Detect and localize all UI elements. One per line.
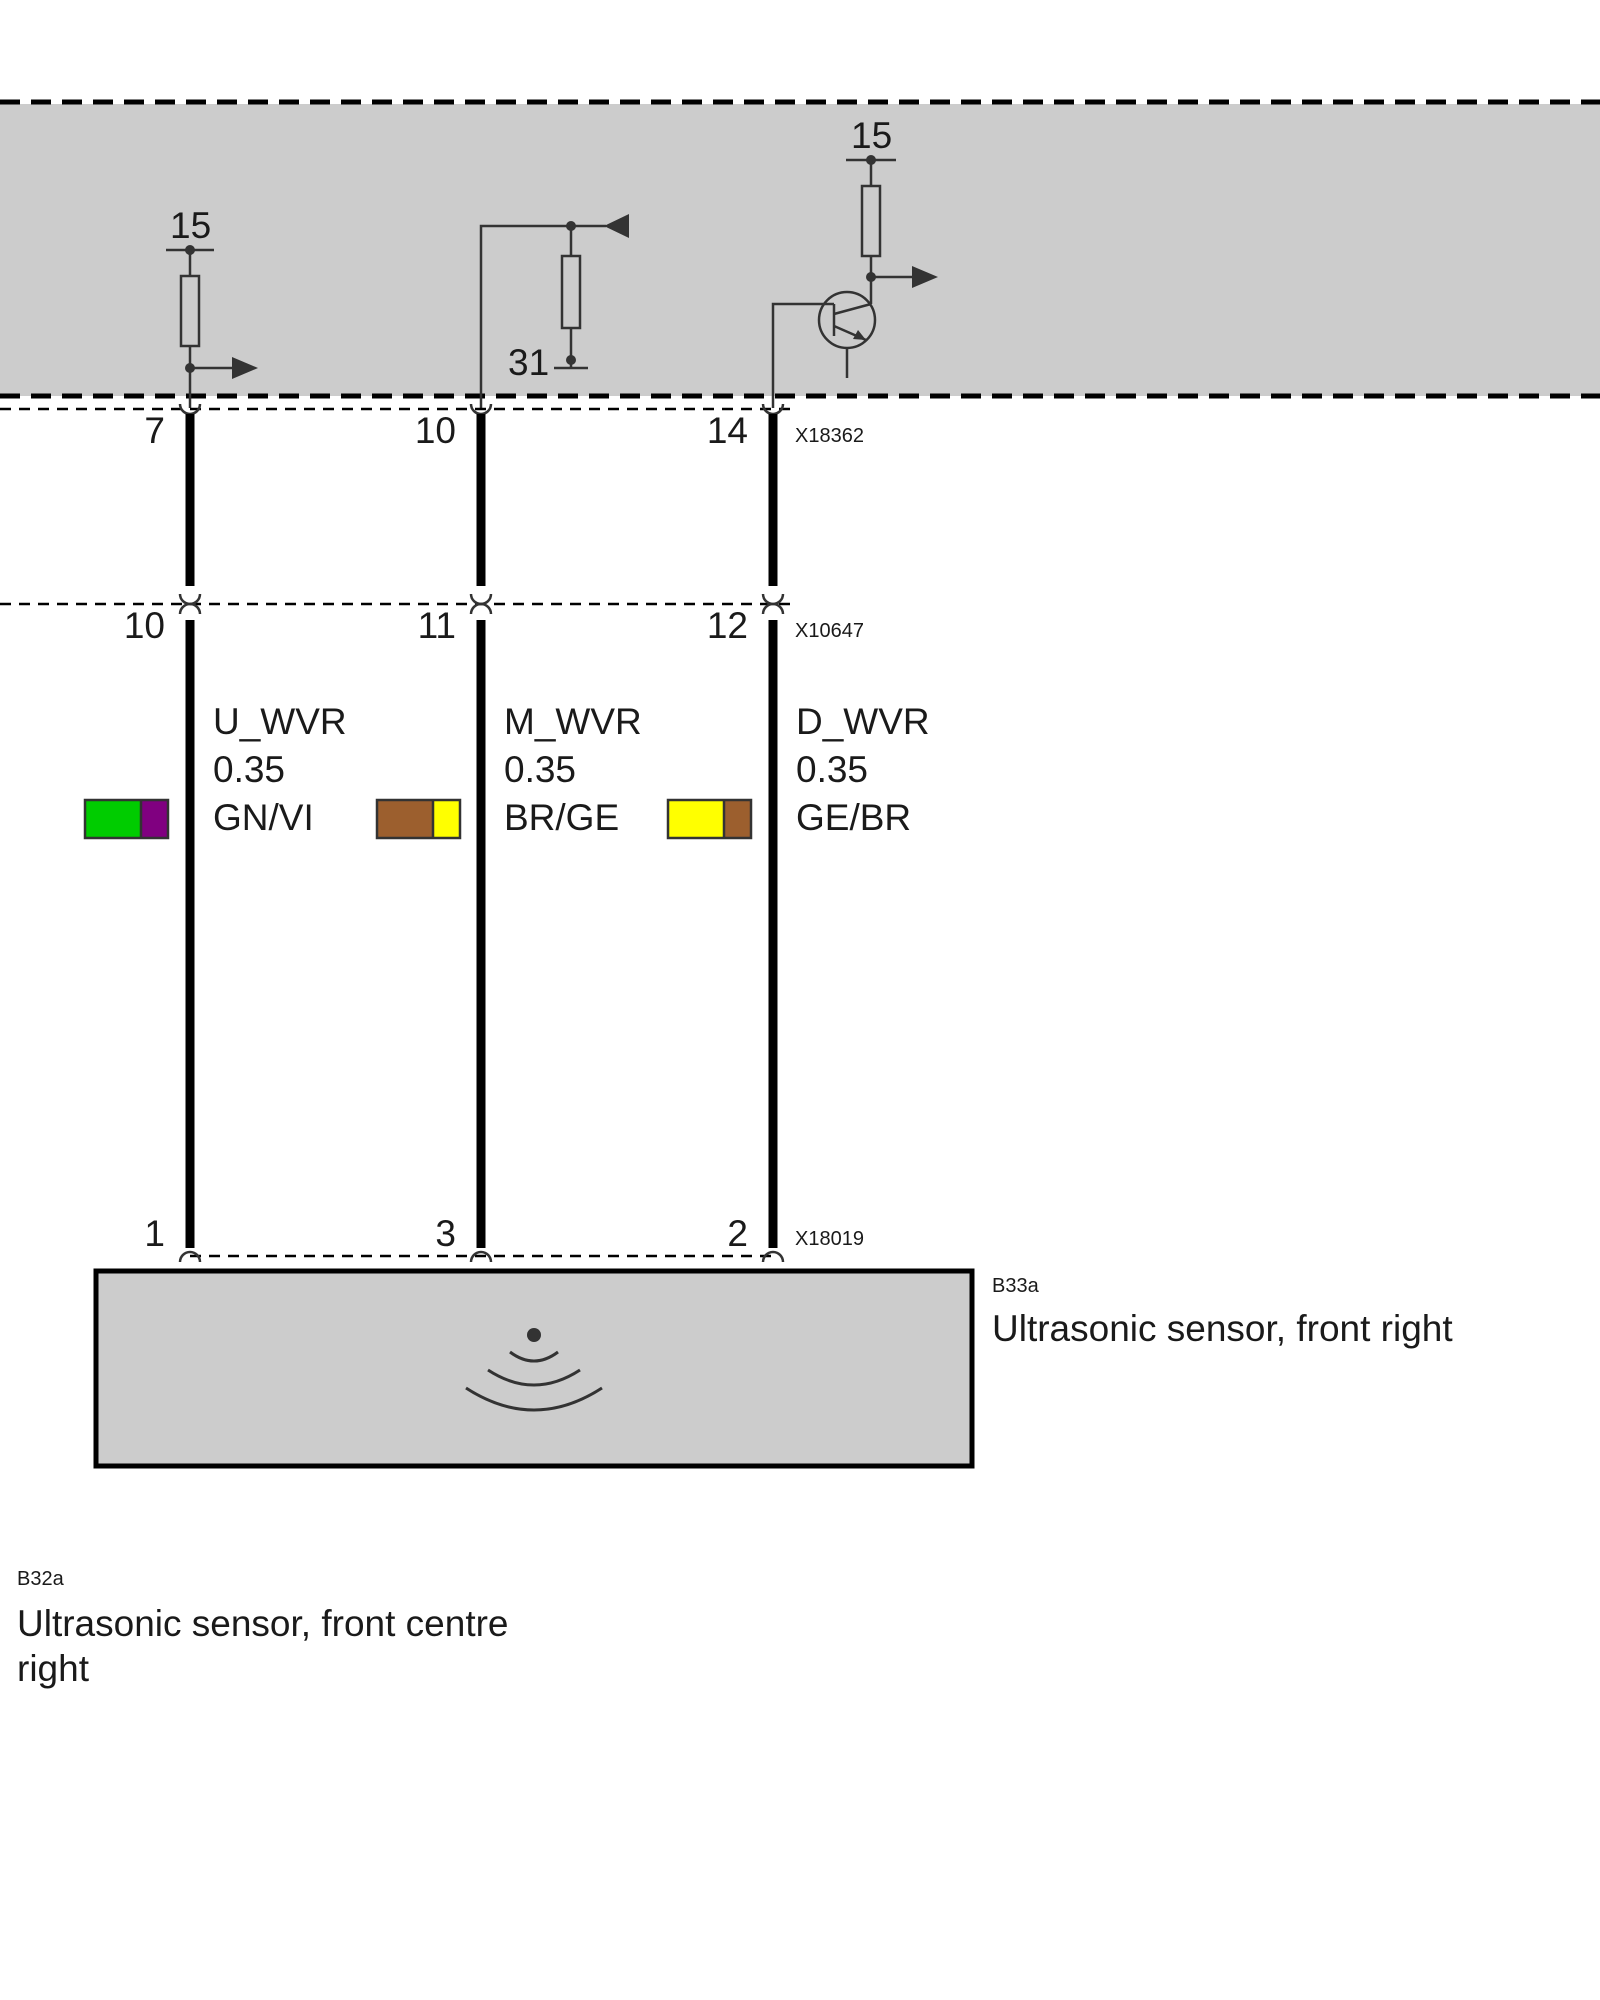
pulldown-circuit-middle: 31 — [479, 214, 629, 408]
wire-color-code: GE/BR — [796, 797, 911, 838]
component-name: Ultrasonic sensor, front right — [992, 1308, 1453, 1349]
pin-label: 14 — [707, 410, 748, 451]
connector-id: X18362 — [795, 425, 864, 447]
pin-label: 12 — [707, 605, 748, 646]
component-b32a-label: B32a Ultrasonic sensor, front centre rig… — [17, 1568, 509, 1689]
pin-label: 10 — [124, 605, 165, 646]
ultrasonic-waves-icon — [465, 1328, 603, 1412]
pin-label: 2 — [727, 1213, 748, 1254]
supply-label-left: 15 — [170, 205, 211, 246]
wire-label-m-wvr: M_WVR 0.35 BR/GE — [375, 701, 642, 840]
connector-id: X18019 — [795, 1228, 864, 1250]
connector-x10647: 10 11 12 X10647 — [0, 593, 864, 646]
wire-signal: M_WVR — [504, 701, 642, 742]
wire-label-d-wvr: D_WVR 0.35 GE/BR — [666, 701, 930, 840]
connector-x18019: 1 3 2 X18019 — [144, 1213, 864, 1263]
connector-x18362: 7 10 14 X18362 — [0, 403, 864, 451]
wire-color-swatch — [666, 798, 753, 840]
pin-label: 7 — [144, 410, 165, 451]
wire-gauge: 0.35 — [504, 749, 576, 790]
pin-label: 11 — [418, 605, 456, 646]
sensor-body — [93, 1268, 975, 1469]
pin-label: 10 — [415, 410, 456, 451]
ground-label: 31 — [508, 342, 549, 383]
sensor-b33a: B33a Ultrasonic sensor, front right — [93, 1268, 1453, 1469]
connector-id: X10647 — [795, 620, 864, 642]
output-arrow-icon — [232, 357, 258, 379]
transistor-icon — [771, 290, 877, 408]
wire-color-swatch — [83, 798, 170, 840]
wire-gauge: 0.35 — [796, 749, 868, 790]
input-arrow-icon — [604, 214, 629, 238]
wire-label-u-wvr: U_WVR 0.35 GN/VI — [83, 701, 347, 840]
control-unit: 15 31 15 — [0, 99, 1600, 408]
component-id: B32a — [17, 1568, 65, 1590]
pin-label: 3 — [435, 1213, 456, 1254]
wire-signal: D_WVR — [796, 701, 930, 742]
output-arrow-icon — [912, 266, 938, 288]
wire-gauge: 0.35 — [213, 749, 285, 790]
wire-signal: U_WVR — [213, 701, 347, 742]
pin-label: 1 — [144, 1213, 165, 1254]
control-unit-body — [0, 104, 1600, 396]
component-name: Ultrasonic sensor, front centre — [17, 1603, 509, 1644]
transistor-circuit-right: 15 — [771, 115, 938, 408]
component-name: right — [17, 1648, 90, 1689]
wire-color-code: BR/GE — [504, 797, 619, 838]
component-id: B33a — [992, 1275, 1040, 1297]
wire-color-code: GN/VI — [213, 797, 314, 838]
supply-label-right: 15 — [851, 115, 892, 156]
wire-color-swatch — [375, 798, 462, 840]
pullup-circuit-left: 15 — [166, 205, 258, 408]
